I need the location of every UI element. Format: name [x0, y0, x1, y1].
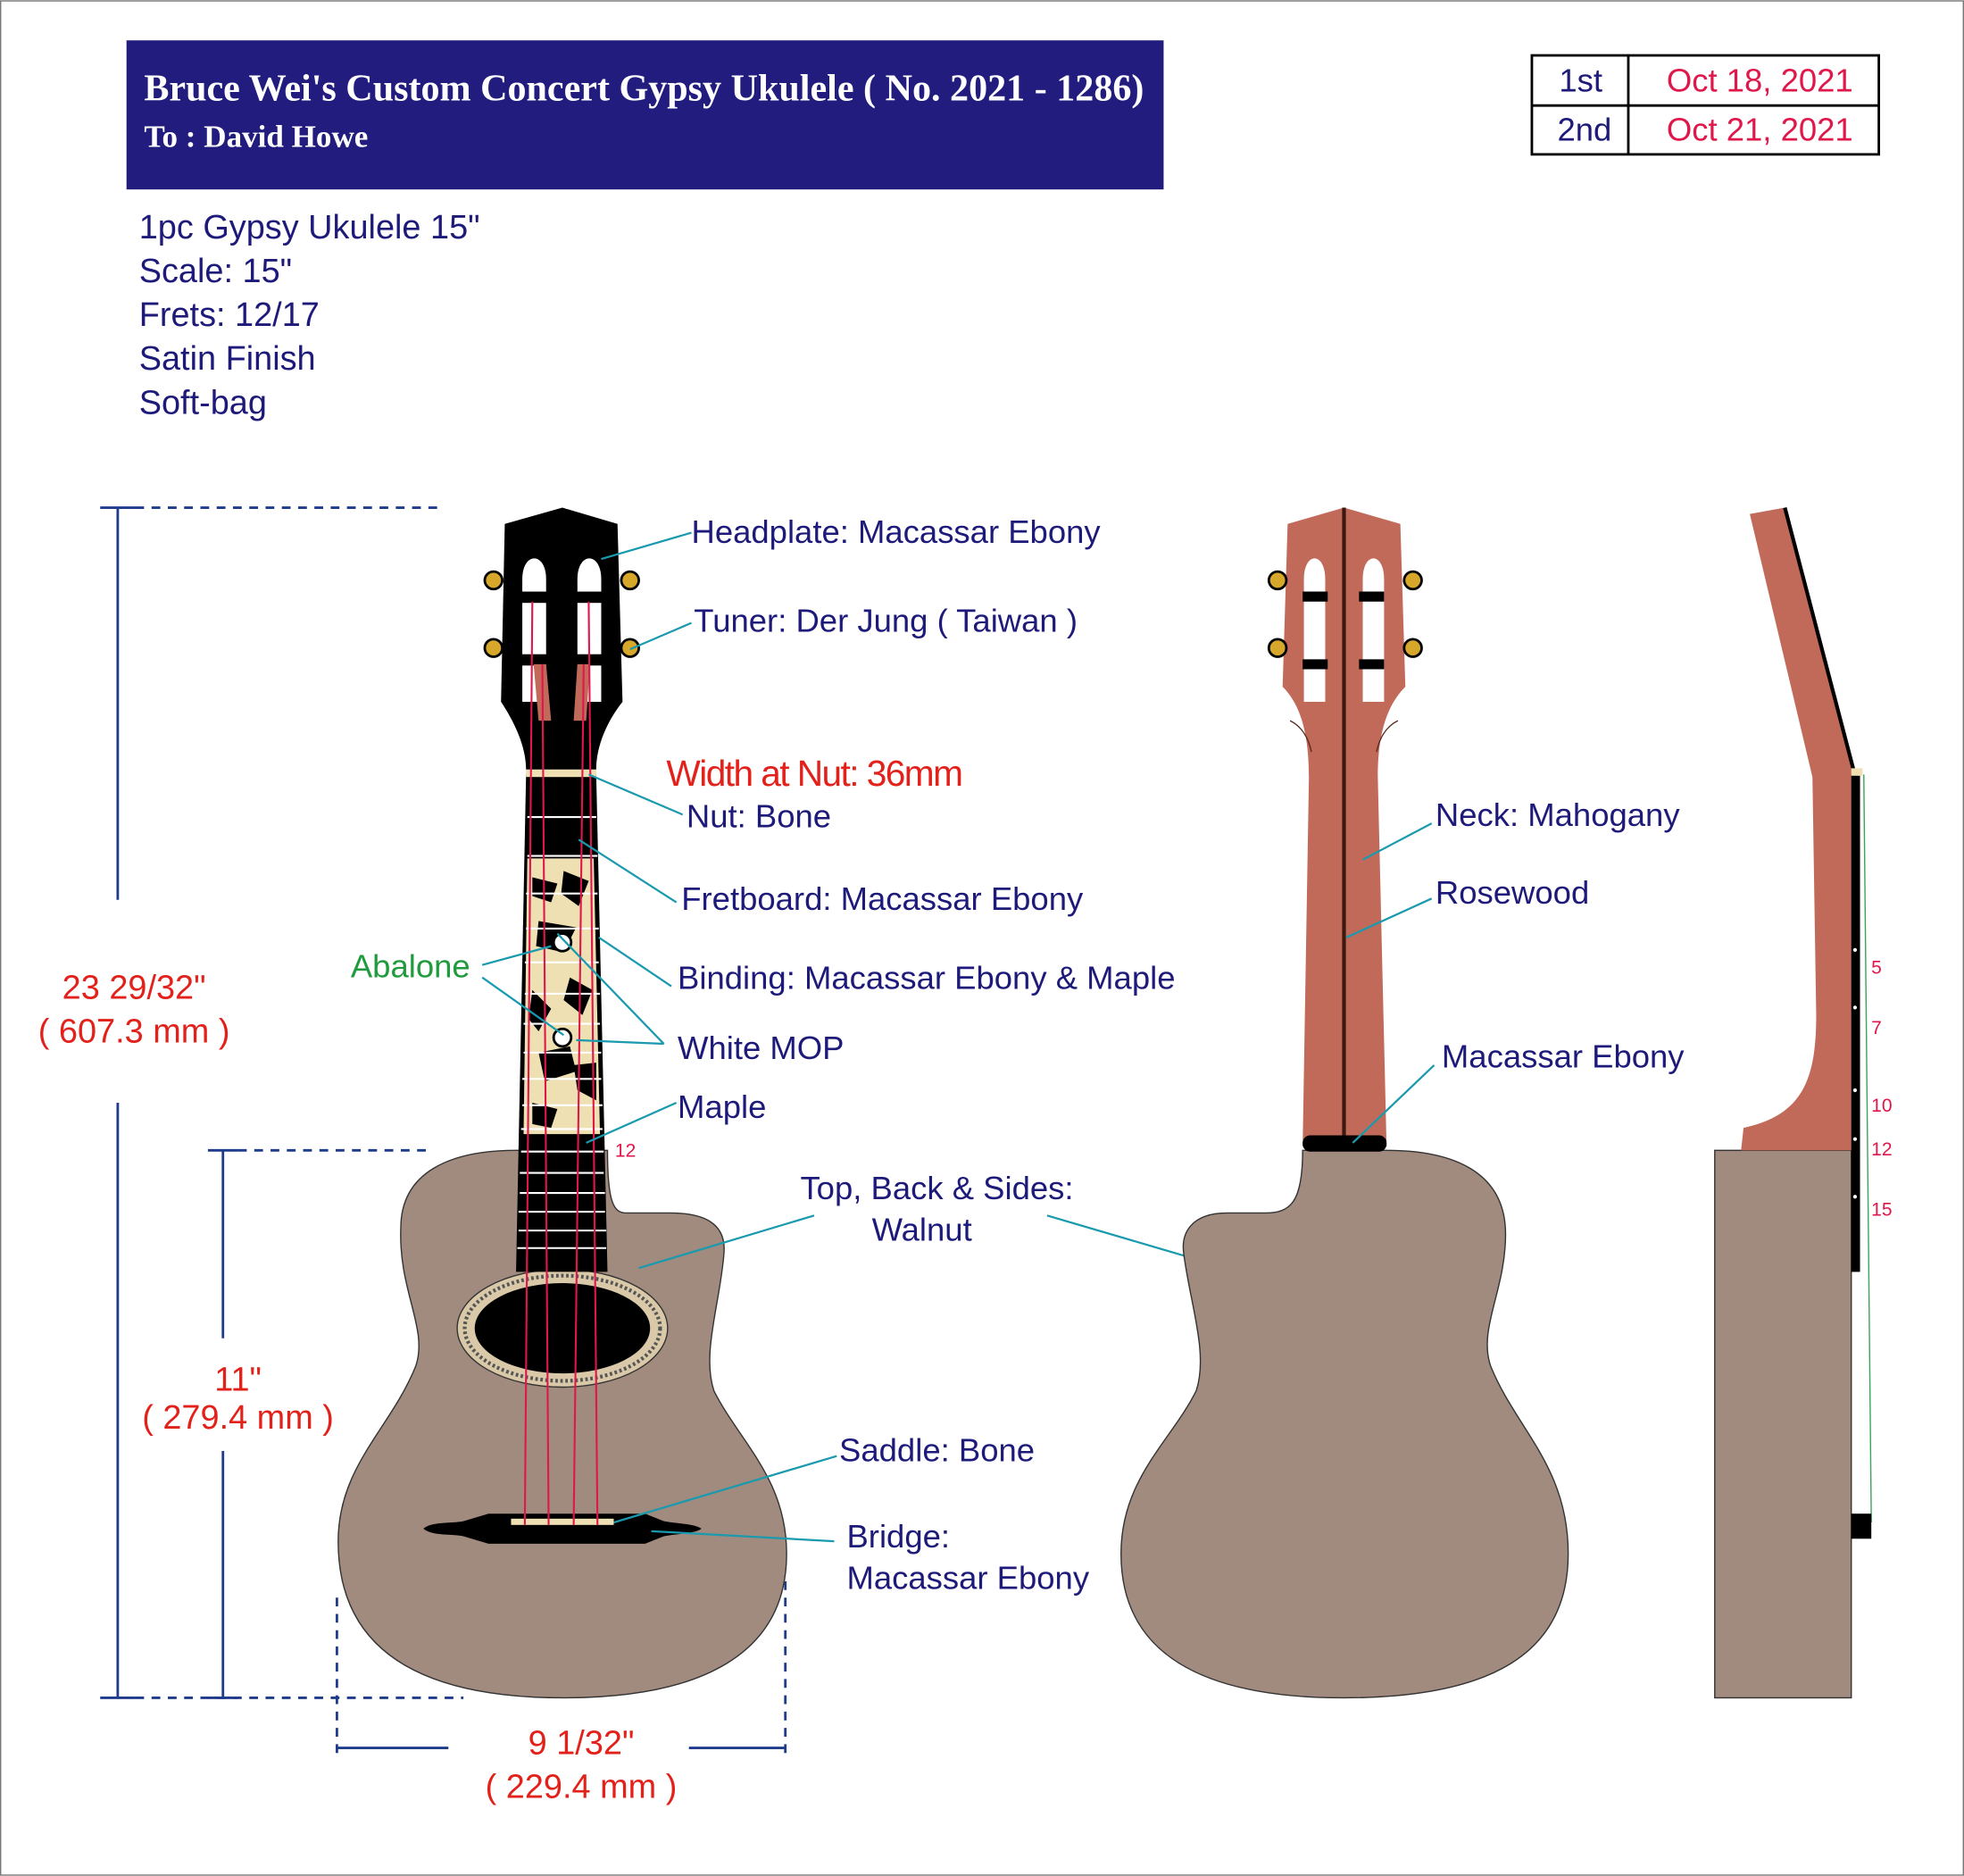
spec-item: Scale: 15" [139, 253, 292, 290]
revision-date: Oct 21, 2021 [1667, 111, 1853, 147]
label-headplate: Headplate: Macassar Ebony [691, 513, 1101, 550]
strings [523, 601, 599, 1525]
tuner-button-icon [620, 638, 640, 658]
label-saddle: Saddle: Bone [839, 1431, 1035, 1468]
revision-label: 2nd [1557, 111, 1611, 147]
spec-item: Frets: 12/17 [139, 296, 320, 334]
tuners [483, 570, 640, 658]
tuner-button-icon [1402, 638, 1423, 658]
side-fretboard [1851, 774, 1860, 1272]
saddle [511, 1518, 614, 1525]
tuner-button-icon [1402, 570, 1423, 591]
label-maple: Maple [678, 1088, 766, 1125]
label-walnut: Walnut [872, 1211, 972, 1247]
body-width-mm: ( 229.4 mm ) [486, 1769, 678, 1806]
heel-cap [1302, 1135, 1387, 1152]
tuner-button-icon [483, 638, 504, 658]
spec-list: 1pc Gypsy Ukulele 15" Scale: 15" Frets: … [139, 209, 480, 421]
label-neck: Neck: Mahogany [1436, 796, 1680, 833]
label-nut: Nut: Bone [687, 797, 831, 834]
spec-item: Satin Finish [139, 340, 316, 378]
header-banner: Bruce Wei's Custom Concert Gypsy Ukulele… [126, 40, 1164, 190]
fret-number: 10 [1871, 1096, 1892, 1116]
side-string [1863, 774, 1872, 1523]
front-body [337, 1149, 787, 1699]
side-bridge [1851, 1513, 1872, 1539]
body-length-inches: 11" [214, 1362, 262, 1399]
headstock [501, 507, 623, 770]
body-width-inches: 9 1/32" [528, 1725, 635, 1763]
fret-number: 12 [1871, 1139, 1892, 1160]
revision-table: 1st Oct 18, 2021 2nd Oct 21, 2021 [1530, 54, 1880, 156]
label-bridge: Bridge: [846, 1518, 950, 1555]
revision-label: 1st [1559, 63, 1602, 99]
spec-item: 1pc Gypsy Ukulele 15" [139, 209, 480, 246]
front-leaders [481, 531, 1185, 1543]
front-view-ukulele [337, 507, 787, 1699]
dimension-body-length: 11" ( 279.4 mm ) [142, 1148, 427, 1699]
revision-date: Oct 18, 2021 [1667, 63, 1853, 99]
total-length-inches: 23 29/32" [62, 970, 206, 1007]
label-bridge-material: Macassar Ebony [846, 1559, 1089, 1596]
header-recipient: To : David Howe [144, 119, 368, 154]
fret-number: 15 [1871, 1199, 1892, 1220]
tuner-button-icon [1267, 638, 1288, 658]
back-view-ukulele: Neck: Mahogany Rosewood Macassar Ebony [1120, 507, 1685, 1699]
fret-number: 7 [1871, 1018, 1882, 1038]
white-mop-dot [552, 1027, 573, 1048]
tuner-button-icon [483, 570, 504, 591]
dimension-total-length: 23 29/32" ( 607.3 mm ) [38, 506, 464, 1699]
label-binding: Binding: Macassar Ebony & Maple [678, 959, 1175, 996]
label-abalone: Abalone [351, 948, 470, 985]
white-mop-dot [552, 932, 573, 953]
label-white-mop: White MOP [678, 1030, 844, 1066]
label-nut-width: Width at Nut: 36mm [666, 753, 963, 794]
label-tuner: Tuner: Der Jung ( Taiwan ) [694, 602, 1078, 638]
label-top-back-sides: Top, Back & Sides: [800, 1170, 1073, 1206]
total-length-mm: ( 607.3 mm ) [38, 1013, 230, 1051]
tuner-button-icon [1267, 570, 1288, 591]
frets [517, 816, 607, 1249]
fret-number: 5 [1871, 957, 1882, 978]
tuner-button-icon [620, 570, 640, 591]
header-background [126, 40, 1164, 190]
bridge [423, 1513, 702, 1544]
body-length-mm: ( 279.4 mm ) [142, 1399, 334, 1437]
dimension-body-width: 9 1/32" ( 229.4 mm ) [336, 1580, 787, 1806]
back-body [1120, 1149, 1569, 1699]
nut [526, 769, 596, 778]
spec-item: Soft-bag [139, 384, 267, 421]
label-rosewood: Rosewood [1436, 874, 1589, 911]
side-view-ukulele: 5 7 10 12 15 [1714, 507, 1893, 1699]
header-title: Bruce Wei's Custom Concert Gypsy Ukulele… [144, 68, 1144, 110]
fretboard-inlay-maple [523, 858, 601, 1135]
front-labels: Headplate: Macassar Ebony Tuner: Der Jun… [351, 513, 1176, 1597]
side-body [1714, 1149, 1852, 1699]
label-fretboard: Fretboard: Macassar Ebony [681, 880, 1084, 917]
soundhole-rosette [456, 1268, 669, 1388]
label-fret-12: 12 [615, 1140, 636, 1161]
label-heel: Macassar Ebony [1442, 1038, 1685, 1075]
